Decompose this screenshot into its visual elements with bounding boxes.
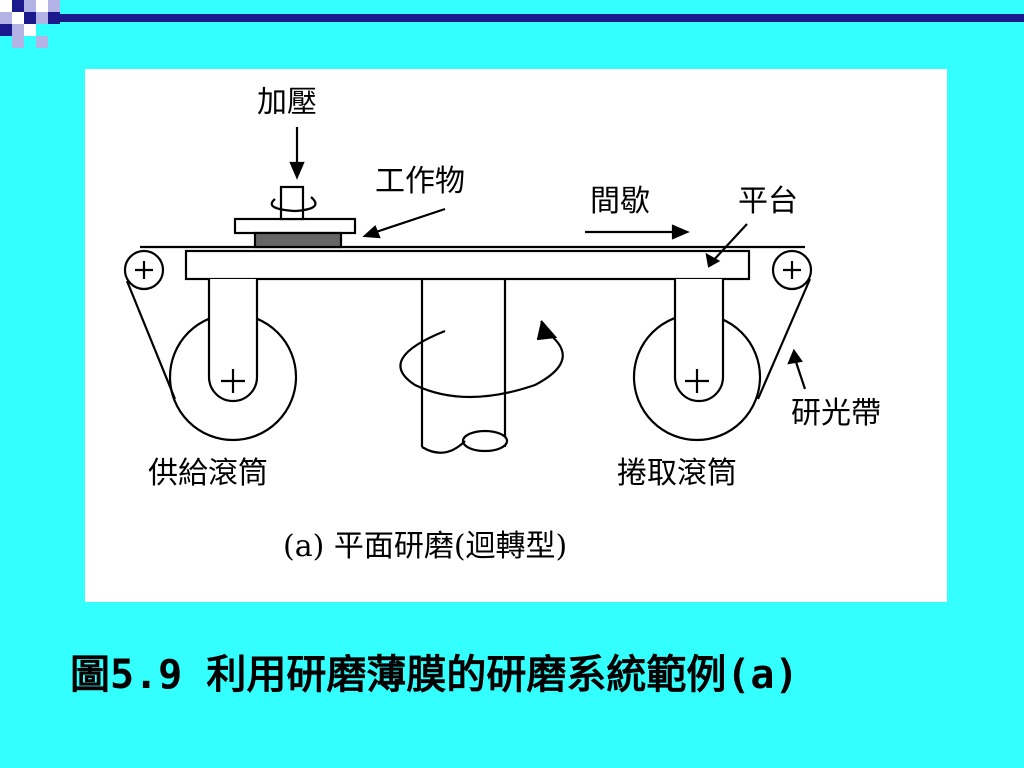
workpiece-holder — [233, 217, 357, 235]
rotation-shaft — [420, 279, 507, 447]
grinding-system-drawing — [123, 127, 813, 454]
label-workpiece: 工作物 — [375, 164, 465, 199]
label-abrasive-tape: 研光帶 — [791, 396, 881, 431]
label-supply-roller: 供給滾筒 — [148, 456, 268, 491]
diagram-panel: 加壓 工作物 間歇 平台 供給滾筒 捲取滾筒 研光帶 (a) 平面研磨(迴轉型) — [85, 69, 947, 602]
label-platform: 平台 — [738, 184, 798, 219]
platform-plate — [184, 249, 751, 281]
label-pressure: 加壓 — [257, 85, 317, 120]
figure-caption: 圖5.9 利用研磨薄膜的研磨系統範例(a) — [70, 652, 799, 698]
label-takeup-roller: 捲取滾筒 — [617, 456, 737, 491]
slide-decoration — [0, 0, 1024, 48]
workpiece-block — [253, 231, 343, 249]
diagram-subcaption: (a) 平面研磨(迴轉型) — [283, 529, 568, 564]
label-intermittent: 間歇 — [590, 184, 650, 219]
